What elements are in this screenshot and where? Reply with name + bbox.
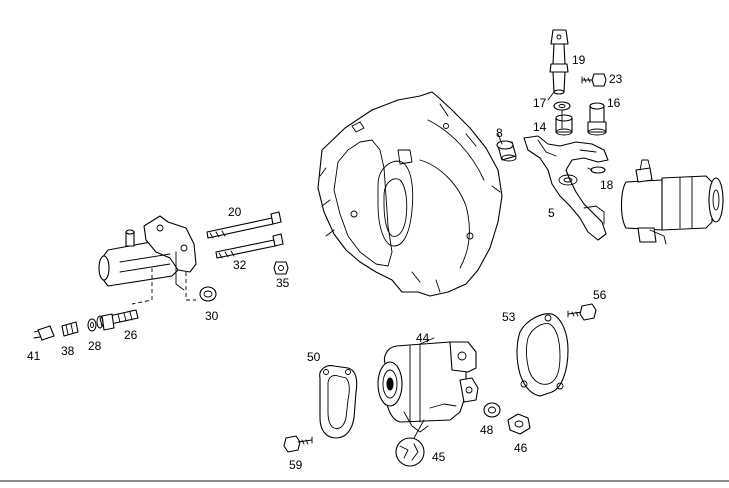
callout-50: 50 xyxy=(307,350,321,364)
washer-part-48 xyxy=(483,402,501,418)
callout-53: 53 xyxy=(502,310,516,324)
callout-8: 8 xyxy=(496,126,503,140)
gasket-part-50 xyxy=(319,365,358,439)
callout-59: 59 xyxy=(289,458,303,472)
long-bolt-part-20 xyxy=(206,211,282,239)
shift-rod-part-19 xyxy=(549,29,569,95)
nut-part-35 xyxy=(273,261,289,275)
callout-35: 35 xyxy=(276,276,290,290)
washer-part-17 xyxy=(553,101,571,111)
starter-motor-part-44 xyxy=(377,341,479,433)
callout-18: 18 xyxy=(600,178,614,192)
callout-38: 38 xyxy=(61,344,75,358)
tool-part-45 xyxy=(395,437,425,467)
bottom-divider xyxy=(0,480,729,482)
callout-5: 5 xyxy=(548,206,555,220)
nut-part-46 xyxy=(507,413,531,435)
actuator-cylinder xyxy=(620,159,724,245)
bleeder-part-41 xyxy=(33,325,55,341)
callout-45: 45 xyxy=(432,450,446,464)
clip-part-18 xyxy=(587,166,606,174)
washer-part-28 xyxy=(87,318,97,332)
bolt-part-56 xyxy=(567,303,597,321)
callout-56: 56 xyxy=(593,288,607,302)
shift-fork-part-5 xyxy=(523,135,609,241)
callout-32: 32 xyxy=(233,258,247,272)
bushing-part-16 xyxy=(587,102,607,136)
callout-41: 41 xyxy=(27,349,41,363)
callout-48: 48 xyxy=(480,423,494,437)
callout-30: 30 xyxy=(205,309,219,323)
callout-23: 23 xyxy=(609,72,623,86)
callout-17: 17 xyxy=(533,96,547,110)
callout-16: 16 xyxy=(607,96,621,110)
bolt-part-59 xyxy=(283,435,313,453)
fitting-part-26 xyxy=(96,309,139,331)
cover-plate-part-53 xyxy=(516,313,569,397)
leader-lines xyxy=(413,91,563,439)
callout-26: 26 xyxy=(124,328,138,342)
sleeve-part-14 xyxy=(555,114,573,136)
bolt-part-23 xyxy=(581,73,607,87)
callout-14: 14 xyxy=(533,120,547,134)
release-cylinder xyxy=(98,215,197,305)
callout-28: 28 xyxy=(88,339,102,353)
fitting-part-38 xyxy=(61,321,79,337)
callout-46: 46 xyxy=(514,441,528,455)
callout-20: 20 xyxy=(228,205,242,219)
long-bolt-part-32 xyxy=(215,233,284,259)
bushing-part-8 xyxy=(496,140,517,162)
bell-housing xyxy=(317,91,503,297)
callout-44: 44 xyxy=(416,331,430,345)
nut-part-30 xyxy=(199,286,217,302)
callout-19: 19 xyxy=(572,53,586,67)
